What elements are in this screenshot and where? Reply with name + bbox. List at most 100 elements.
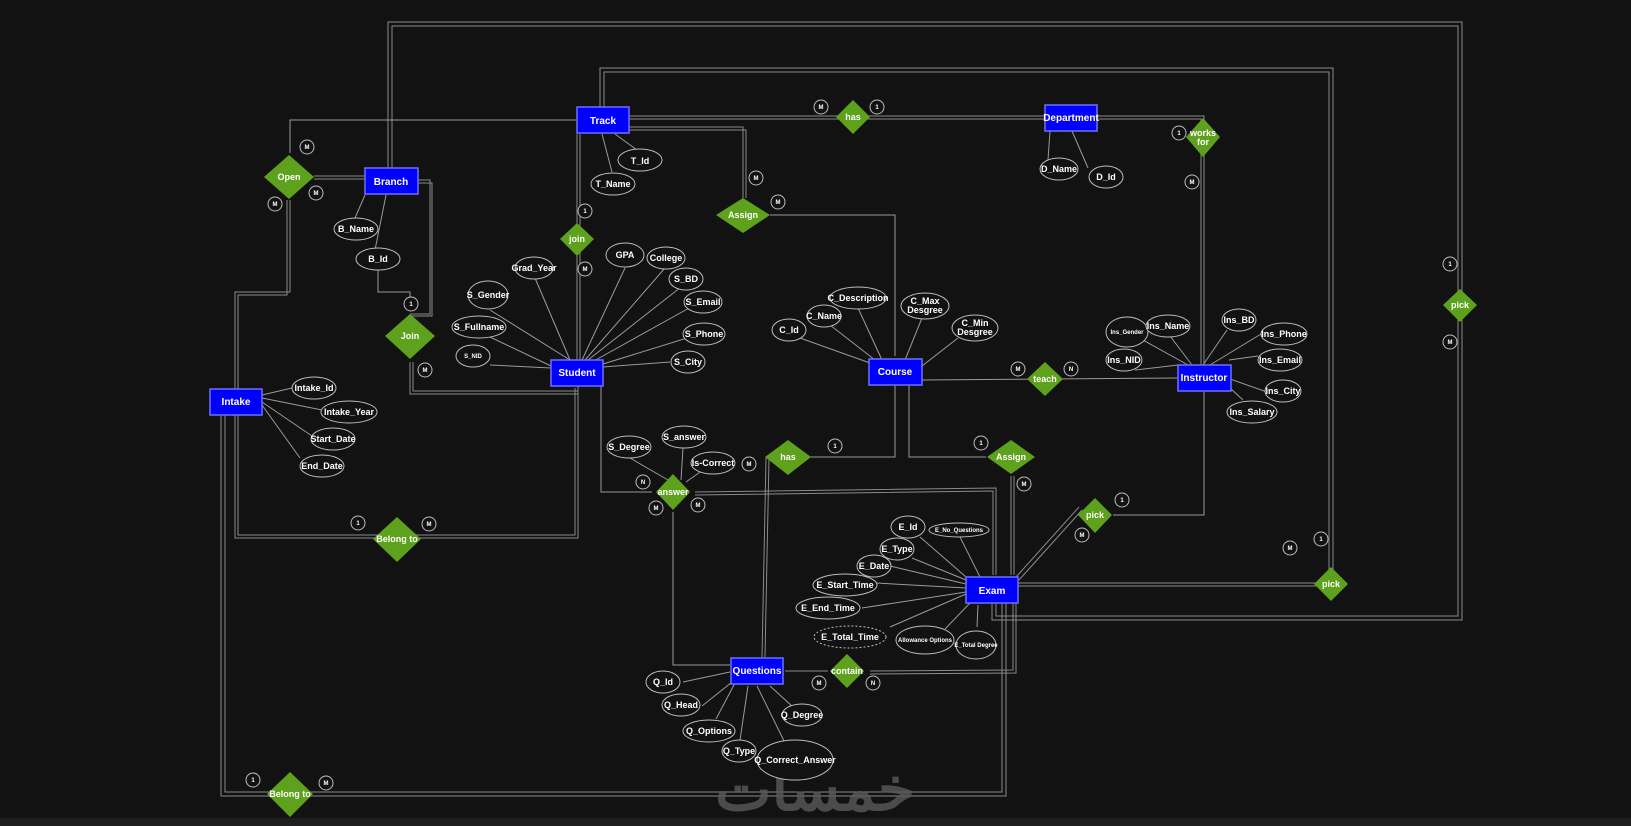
attribute-d-name[interactable]: D_Name: [1039, 157, 1079, 181]
cardinality-assign2-course: 1: [973, 435, 989, 451]
svg-text:End_Date: End_Date: [301, 461, 343, 471]
attribute-e-total-time[interactable]: E_Total_Time: [813, 625, 887, 649]
attribute-q-correct-answer[interactable]: Q_Correct_Answer: [754, 739, 836, 781]
attribute-college[interactable]: College: [646, 246, 686, 270]
attribute-q-id[interactable]: Q_Id: [645, 670, 681, 694]
entity-track[interactable]: Track: [576, 106, 630, 134]
attribute-c-max-degree[interactable]: C_Max Desgree: [900, 292, 950, 320]
relationship-answer[interactable]: answer: [656, 474, 690, 510]
attribute-t-name[interactable]: T_Name: [590, 172, 636, 196]
svg-text:Course: Course: [878, 367, 913, 378]
attribute-ins-nid[interactable]: Ins_NID: [1105, 348, 1143, 372]
svg-text:D_Name: D_Name: [1041, 164, 1077, 174]
attribute-allowance-options[interactable]: Allowance Options: [895, 625, 955, 655]
relationship-assign-course-exam[interactable]: Assign: [987, 440, 1035, 474]
entity-student[interactable]: Student: [550, 359, 604, 387]
relationship-open[interactable]: Open: [264, 155, 314, 199]
attribute-s-bd[interactable]: S_BD: [668, 267, 704, 291]
attribute-s-degree[interactable]: S_Degree: [606, 435, 652, 459]
attribute-s-email[interactable]: S_Email: [683, 290, 723, 314]
attribute-s-phone[interactable]: S_Phone: [682, 322, 726, 346]
attribute-ins-bd[interactable]: Ins_BD: [1221, 308, 1257, 332]
svg-text:S_NID: S_NID: [464, 354, 482, 360]
cardinality-answer-bottom-right: M: [690, 497, 706, 513]
attribute-intake-year[interactable]: Intake_Year: [320, 400, 378, 424]
attribute-s-city[interactable]: S_City: [670, 350, 706, 374]
entity-intake[interactable]: Intake: [209, 388, 263, 416]
attribute-start-date[interactable]: Start_Date: [310, 427, 356, 451]
attribute-e-date[interactable]: E_Date: [856, 554, 892, 578]
svg-text:S_Gender: S_Gender: [467, 290, 510, 300]
relationship-belong-to-intake-student[interactable]: Belong to: [373, 517, 421, 562]
attribute-b-name[interactable]: B_Name: [333, 217, 379, 241]
attribute-c-name[interactable]: C_Name: [806, 304, 842, 328]
relationship-belong-to-intake-exam[interactable]: Belong to: [267, 772, 313, 817]
attribute-b-id[interactable]: B_Id: [355, 247, 401, 271]
attribute-e-type[interactable]: E_Type: [879, 537, 915, 561]
relationship-teach[interactable]: teach: [1027, 362, 1063, 396]
entity-instructor[interactable]: Instructor: [1177, 364, 1232, 392]
entity-exam[interactable]: Exam: [965, 576, 1019, 604]
attribute-s-answer[interactable]: S_answer: [661, 425, 707, 449]
svg-text:join: join: [568, 234, 585, 244]
entity-questions[interactable]: Questions: [730, 657, 784, 685]
attribute-ins-city[interactable]: Ins_City: [1264, 379, 1302, 403]
svg-text:Q_Type: Q_Type: [723, 746, 755, 756]
attribute-ins-salary[interactable]: Ins_Salary: [1226, 400, 1278, 424]
relationship-contain[interactable]: contain: [830, 654, 864, 688]
attribute-s-gender[interactable]: S_Gender: [467, 280, 510, 310]
svg-text:1: 1: [833, 444, 837, 450]
svg-text:1: 1: [583, 209, 587, 215]
svg-text:M: M: [754, 176, 759, 182]
attribute-q-type[interactable]: Q_Type: [721, 739, 757, 763]
relationship-has-course-questions[interactable]: has: [765, 440, 811, 475]
attribute-s-nid[interactable]: S_NID: [455, 344, 491, 368]
attribute-ins-name[interactable]: Ins_Name: [1145, 314, 1191, 338]
relationship-pick-instructor-exam[interactable]: pick: [1078, 498, 1112, 533]
attribute-d-id[interactable]: D_Id: [1088, 165, 1124, 189]
attribute-gpa[interactable]: GPA: [605, 242, 645, 268]
relationship-join-track[interactable]: join: [560, 223, 594, 256]
attribute-q-head[interactable]: Q_Head: [661, 693, 701, 717]
relationship-works-for[interactable]: works for: [1186, 118, 1220, 157]
entity-course[interactable]: Course: [868, 358, 923, 386]
relationship-assign-track-course[interactable]: Assign: [716, 198, 770, 233]
svg-text:M: M: [427, 522, 432, 528]
attribute-end-date[interactable]: End_Date: [299, 454, 345, 478]
svg-text:E_Start_Time: E_Start_Time: [816, 580, 873, 590]
cardinality-markers: M 1 1 M M M M 1 M M M 1 M M N N M M M 1 …: [245, 99, 1458, 791]
svg-text:M: M: [1080, 533, 1085, 539]
cardinality-pickb-exam: M: [1282, 540, 1298, 556]
attribute-q-options[interactable]: Q_Options: [682, 719, 736, 743]
svg-text:Q_Degree: Q_Degree: [781, 710, 824, 720]
attribute-t-id[interactable]: T_Id: [617, 148, 663, 172]
attribute-c-id[interactable]: C_Id: [771, 318, 807, 342]
svg-text:Ins_City: Ins_City: [1265, 386, 1300, 396]
entity-branch[interactable]: Branch: [364, 167, 419, 195]
attribute-e-total-degree[interactable]: E_Total Degree: [954, 630, 998, 660]
attribute-ins-email[interactable]: Ins_Email: [1257, 348, 1303, 372]
svg-text:Assign: Assign: [728, 210, 758, 220]
attribute-e-end-time[interactable]: E_End_Time: [795, 596, 861, 620]
attribute-c-description[interactable]: C_Description: [827, 286, 889, 310]
attribute-ins-gender[interactable]: Ins_Gender: [1105, 316, 1149, 348]
svg-text:Branch: Branch: [374, 177, 408, 188]
attribute-c-min-degree[interactable]: C_Min Desgree: [951, 314, 999, 342]
svg-text:Ins_Email: Ins_Email: [1259, 355, 1301, 365]
attribute-is-correct[interactable]: Is-Correct: [690, 451, 736, 475]
relationship-pick-right[interactable]: pick: [1443, 289, 1477, 322]
attribute-grad-year[interactable]: Grad_Year: [511, 256, 557, 280]
attribute-intake-id[interactable]: Intake_Id: [291, 376, 337, 400]
attribute-e-start-time[interactable]: E_Start_Time: [812, 573, 878, 597]
entity-department[interactable]: Department: [1043, 104, 1099, 132]
attribute-ins-phone[interactable]: Ins_Phone: [1260, 322, 1308, 346]
attribute-s-fullname[interactable]: S_Fullname: [451, 315, 507, 339]
svg-text:Department: Department: [1043, 113, 1099, 124]
relationship-track-has-department[interactable]: has: [836, 100, 870, 134]
attribute-e-no-questions[interactable]: E_No_Questions: [928, 522, 990, 538]
svg-text:1: 1: [1120, 498, 1124, 504]
attribute-q-degree[interactable]: Q_Degree: [781, 703, 824, 727]
relationship-pick-bottom[interactable]: pick: [1314, 567, 1348, 601]
relationship-join-branch[interactable]: Join: [385, 314, 435, 359]
attribute-e-id[interactable]: E_Id: [890, 515, 926, 539]
